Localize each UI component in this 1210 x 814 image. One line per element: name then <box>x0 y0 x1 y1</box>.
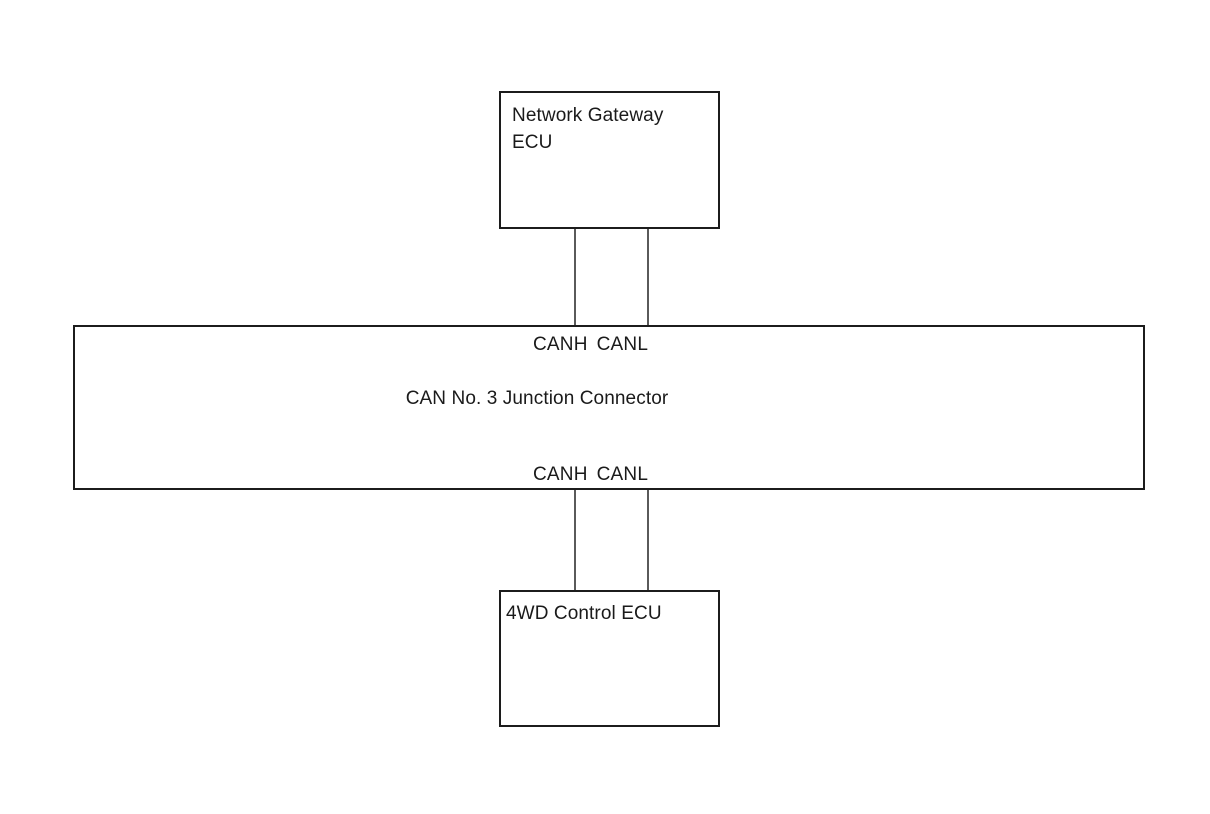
terminal-label-bottom-canl: CANL <box>596 464 649 485</box>
terminal-caption-bottom: CANH CANL <box>533 464 648 486</box>
node-4wd-control-ecu[interactable]: 4WD Control ECU <box>499 590 720 727</box>
wire-4wd-canh <box>574 490 576 590</box>
node-label-network-gateway-ecu: Network Gateway ECU <box>512 105 664 153</box>
wire-gateway-canh <box>574 229 576 325</box>
terminal-label-bottom-canh: CANH <box>533 464 588 485</box>
terminal-caption-top: CANH CANL <box>533 334 648 356</box>
node-label-4wd-control-ecu: 4WD Control ECU <box>506 603 662 624</box>
node-network-gateway-ecu[interactable]: Network Gateway ECU <box>499 91 720 229</box>
wire-gateway-canl <box>647 229 649 325</box>
node-can-no-3-junction-connector[interactable]: CAN No. 3 Junction Connector <box>73 325 1145 490</box>
node-label-can-no-3-junction-connector: CAN No. 3 Junction Connector <box>75 387 1143 411</box>
junction-connector-title-text: CAN No. 3 Junction Connector <box>405 388 669 409</box>
terminal-label-top-canl: CANL <box>596 334 649 355</box>
terminal-label-top-canh: CANH <box>533 334 588 355</box>
wire-4wd-canl <box>647 490 649 590</box>
